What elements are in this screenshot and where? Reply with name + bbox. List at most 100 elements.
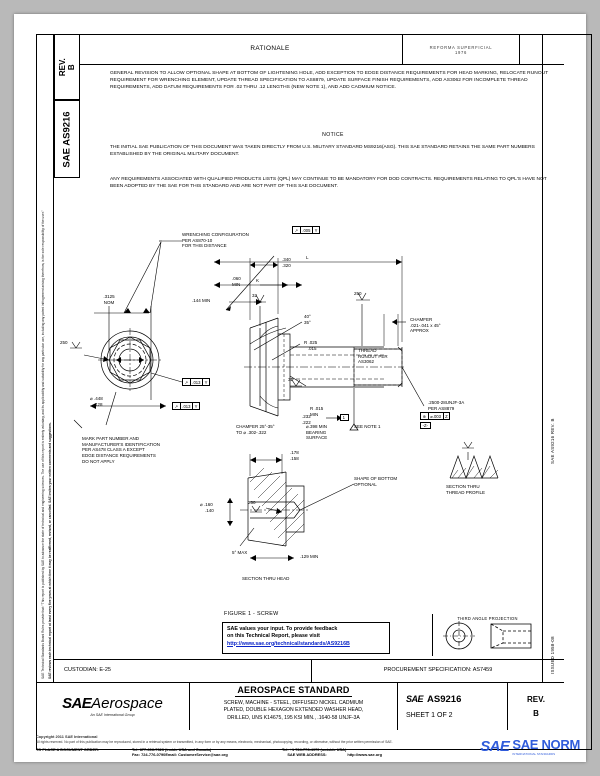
sheet-number: SHEET 1 OF 2 — [406, 712, 453, 719]
note-flag-box: 1 — [340, 414, 349, 421]
legal-text-line-1: SAE Technical Standards Board Rules prov… — [41, 210, 45, 679]
figure-caption: FIGURE 1 - SCREW — [224, 611, 279, 617]
fcf-datum: Z — [445, 413, 448, 419]
label-section-thru-thread: SECTION THRU THREAD PROFILE — [446, 484, 486, 495]
aerospace-standard-heading: AEROSPACE STANDARD — [235, 685, 352, 697]
notice-heading: NOTICE — [322, 132, 344, 138]
watermark-sae-mark: SAE — [480, 738, 510, 755]
label-dim-l: L — [306, 255, 309, 260]
label-wrenching-note: WRENCHING CONFIGURATION PER AS870-10 FOR… — [182, 232, 249, 249]
fcf-tolerance: .005 — [301, 227, 314, 233]
document-sheet: SAE Technical Standards Board Rules prov… — [14, 14, 592, 762]
fcf-runout-y-2: ↗ .013 Y — [172, 402, 201, 410]
rev-label: REV. — [57, 58, 67, 76]
feedback-line-1: SAE values your input. To provide feedba… — [227, 625, 338, 632]
notice-paragraph-2: ANY REQUIREMENTS ASSOCIATED WITH QUALIFI… — [110, 177, 547, 190]
label-thread-runout: THREAD RUNOUT PER AS3062 — [358, 348, 388, 365]
projection-title: THIRD ANGLE PROJECTION — [457, 616, 518, 621]
label-dim-178-158: .178 .158 — [290, 450, 299, 461]
note-flag-number: 1 — [342, 415, 345, 420]
document-number-box: SAE AS9216 — [54, 100, 80, 178]
telephone-international: Tel: +1 724-776-4970 (outside USA) — [282, 747, 347, 753]
label-bearing-surface: ⌀.398 MIN BEARING SURFACE — [306, 424, 328, 441]
custodian-row: CUSTODIAN: E-25 PROCUREMENT SPECIFICATIO… — [54, 659, 564, 683]
rationale-heading: RATIONALE — [250, 45, 290, 52]
description-line-3: DRILLED, UNS K14675, 195 KSI MIN., .1640… — [227, 714, 360, 721]
engineering-drawing-canvas: WRENCHING CONFIGURATION PER AS870-10 FOR… — [54, 210, 560, 610]
fcf-symbol-runout: ↗ — [293, 227, 301, 233]
projection-symbol — [443, 621, 532, 651]
label-surface-250-bottom: 250 — [248, 500, 256, 505]
order-label: TO PLACE A DOCUMENT ORDER: — [36, 747, 100, 753]
label-thread-spec: .2500-28UNJF-3A PER AS8879 — [428, 400, 465, 411]
label-see-note-1: SEE NOTE 1 — [354, 424, 381, 429]
rev-box: REV.B — [54, 34, 80, 100]
logo-subtitle: An SAE International Group — [90, 713, 135, 717]
label-dim-448-428: ⌀ .448 .428 — [90, 396, 103, 407]
sae-aerospace-logo: SAEAerospace An SAE International Group — [36, 683, 190, 730]
label-chamfer-left: CHAMFER 25°-35° TO ⌀ .302-.322 — [236, 424, 275, 435]
web-address-label: SAE WEB ADDRESS: — [287, 752, 327, 758]
third-angle-projection-box: THIRD ANGLE PROJECTION — [432, 614, 542, 656]
rationale-body-text: GENERAL REVISION TO ALLOW OPTIONAL SHAPE… — [110, 71, 549, 91]
label-section-thru-head: SECTION THRU HEAD — [242, 576, 290, 581]
stamp-line-1: REFORMA SUPERFICIAL — [429, 44, 493, 50]
email-address: Email: CustomerService@sae.org — [165, 752, 228, 758]
logo-sae-text: SAE — [62, 695, 92, 712]
label-chamfer-right: CHAMFER .021-.041 x 45° APPROX — [410, 317, 441, 334]
drawing-geometry — [70, 240, 499, 561]
title-block-rev-label: REV. — [527, 695, 545, 704]
fcf-tolerance: .013 — [181, 403, 194, 409]
rev-value: B — [67, 64, 76, 70]
fcf-position-z: ⊕ ⌀.003 Z — [420, 412, 451, 420]
watermark-name: SAE NORM — [512, 737, 580, 752]
description-line-1: SCREW, MACHINE - STEEL, DIFFUSED NICKEL … — [223, 699, 364, 706]
label-shape-of-bottom: SHAPE OF BOTTOM OPTIONAL — [354, 476, 398, 487]
fcf-tolerance: .013 — [191, 379, 204, 385]
telephone-usa: Tel: 877-606-7323 (inside USA and Canada… — [132, 747, 212, 753]
datum-z-label: -Z- — [422, 423, 428, 428]
label-dim-160-140: ⌀ .160 .140 — [200, 502, 214, 513]
fcf-tolerance: ⌀.003 — [429, 413, 444, 419]
fcf-datum: Y — [194, 403, 198, 409]
notice-paragraph-1: THE INITIAL SAE PUBLICATION OF THIS DOCU… — [110, 145, 535, 158]
left-legal-strip: SAE Technical Standards Board Rules prov… — [36, 34, 54, 682]
label-dim-k: K — [256, 278, 260, 283]
title-block: SAEAerospace An SAE International Group … — [36, 682, 564, 730]
order-row-2: Fax: 724-776-0790 Email: CustomerService… — [132, 752, 564, 757]
fcf-datum: Y — [204, 379, 208, 385]
drawing-frame — [36, 34, 592, 750]
label-dia-3125: .3125 NOM — [103, 294, 115, 305]
feedback-box: SAE values your input. To provide feedba… — [222, 622, 390, 654]
label-radius-025-015: R .025 .015 — [304, 340, 318, 351]
procurement-specification: PROCUREMENT SPECIFICATION: AS7459 — [383, 667, 493, 673]
label-dim-232-222: .232 .222 — [302, 414, 311, 425]
label-surface-32-top: 32 — [252, 293, 258, 298]
label-dim-144-min: .144 MIN — [192, 298, 211, 303]
rights-reserved-text: All rights reserved. No part of this pub… — [36, 740, 393, 744]
feedback-url-link[interactable]: http://www.sae.org/technical/standards/A… — [227, 640, 350, 647]
label-surface-250-left: 250 — [60, 340, 68, 345]
fcf-datum: Y — [314, 227, 318, 233]
label-dim-060-min: .060 MIN — [232, 276, 241, 287]
fcf-symbol-position: ⊕ — [421, 413, 429, 419]
label-surface-32-mid: 32 — [288, 377, 294, 382]
label-radius-r015: R .015 MIN — [310, 406, 324, 417]
number-prefix-sae: SAE — [406, 694, 424, 704]
document-number-vertical: SAE AS9216 — [61, 110, 73, 168]
standard-number: AS9216 — [427, 694, 462, 705]
fcf-runout-y-1: ↗ .013 Y — [182, 378, 211, 386]
label-dim-129-min: .129 MIN — [300, 554, 319, 559]
revision-stamp-box: REFORMA SUPERFICIAL 1976 — [402, 34, 520, 65]
watermark-tagline: INTERNATIONAL STANDARDS — [512, 752, 556, 756]
title-block-rev: REV. B — [508, 683, 564, 730]
label-surface-250-right: 250 — [354, 291, 362, 296]
right-id-strip: SAE AS9216 REV. B ISSUED 1958-08 — [542, 34, 564, 682]
label-angle-40-35: 40° 35° — [304, 314, 311, 325]
fcf-symbol-runout: ↗ — [183, 379, 191, 385]
stamp-line-2: 1976 — [454, 49, 468, 55]
label-mark-note: MARK PART NUMBER AND MANUFACTURER'S IDEN… — [82, 436, 161, 464]
logo-aerospace-text: Aerospace — [91, 695, 163, 712]
